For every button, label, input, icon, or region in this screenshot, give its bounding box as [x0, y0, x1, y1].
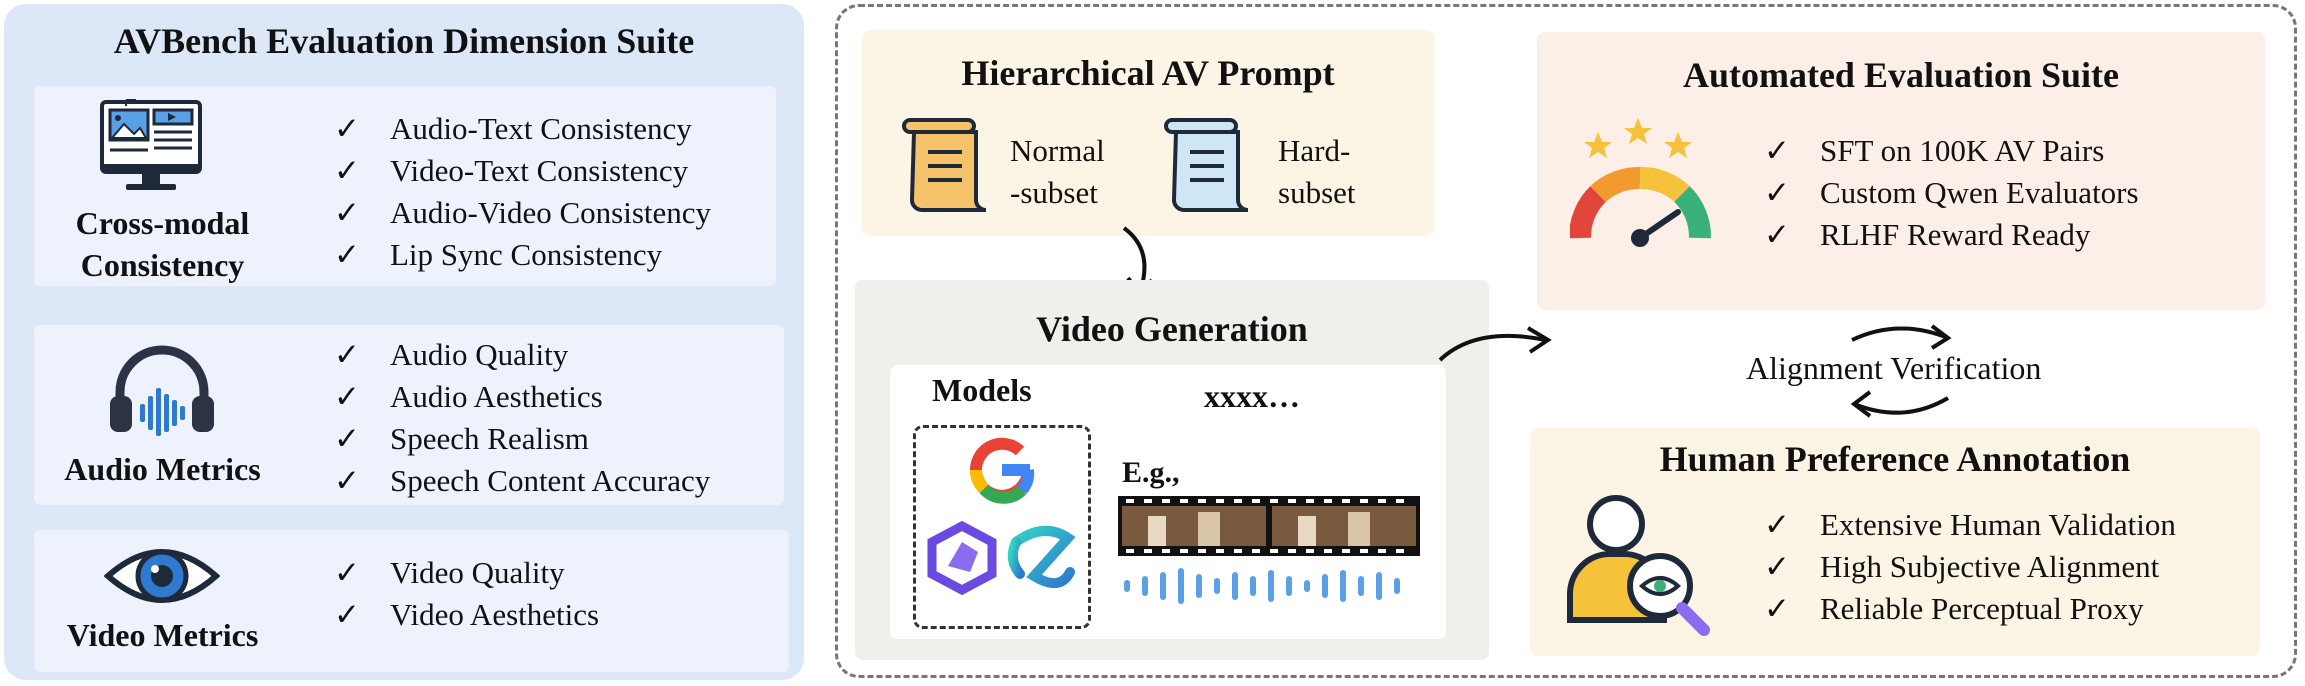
cross-modal-items: ✓Audio-Text Consistency ✓Video-Text Cons… — [334, 108, 711, 276]
check-icon: ✓ — [1764, 549, 1790, 584]
arrow-icon-generation-to-evaluation — [1438, 326, 1552, 362]
list-item: ✓Custom Qwen Evaluators — [1764, 172, 2139, 214]
list-item: ✓High Subjective Alignment — [1764, 546, 2176, 588]
list-item: ✓Video-Text Consistency — [334, 150, 711, 192]
check-icon: ✓ — [334, 337, 360, 372]
cycle-arrow-top-icon — [1851, 324, 1952, 350]
normal-scroll-icon — [902, 118, 987, 212]
panel-title: AVBench Evaluation Dimension Suite — [113, 21, 695, 61]
eye-icon — [104, 549, 220, 603]
hard-subset-line2: subset — [1278, 175, 1356, 210]
check-icon: ✓ — [1764, 507, 1790, 542]
check-icon: ✓ — [334, 111, 360, 146]
auto-eval-title: Automated Evaluation Suite — [1682, 55, 2120, 95]
check-icon: ✓ — [1764, 591, 1790, 626]
list-item: ✓Speech Content Accuracy — [334, 460, 710, 502]
check-icon: ✓ — [334, 555, 360, 590]
check-icon: ✓ — [1764, 217, 1790, 252]
normal-subset-label: Normal -subset — [1010, 130, 1105, 214]
headphones-icon — [110, 345, 214, 436]
list-item: ✓Video Aesthetics — [334, 594, 599, 636]
auto-eval-items: ✓SFT on 100K AV Pairs ✓Custom Qwen Evalu… — [1764, 130, 2139, 256]
audio-metrics-items: ✓Audio Quality ✓Audio Aesthetics ✓Speech… — [334, 334, 710, 502]
models-dashed-box — [913, 425, 1091, 629]
waveform-icon — [1124, 568, 1400, 604]
list-item: ✓RLHF Reward Ready — [1764, 214, 2139, 256]
cycle-arrow-bottom-icon — [1850, 390, 1950, 418]
list-item: ✓Video Quality — [334, 552, 599, 594]
pipeline-frame — [835, 4, 2297, 678]
cross-modal-label: Cross-modal Consistency — [40, 202, 285, 286]
video-metrics-items: ✓Video Quality ✓Video Aesthetics — [334, 552, 599, 636]
video-metrics-label: Video Metrics — [66, 617, 259, 653]
list-item: ✓Audio-Video Consistency — [334, 192, 711, 234]
list-item: ✓Reliable Perceptual Proxy — [1764, 588, 2176, 630]
placeholder-text: xxxx… — [1204, 378, 1300, 414]
check-icon: ✓ — [334, 463, 360, 498]
alignment-verification-label: Alignment Verification — [1746, 350, 2042, 386]
normal-subset-line1: Normal — [1010, 133, 1105, 168]
list-item: ✓Speech Realism — [334, 418, 710, 460]
prompt-box-title: Hierarchical AV Prompt — [961, 53, 1335, 93]
list-item: ✓Extensive Human Validation — [1764, 504, 2176, 546]
cross-modal-label-line2: Consistency — [80, 247, 245, 283]
human-annotation-title: Human Preference Annotation — [1659, 439, 2131, 479]
qwen-logo-icon — [927, 520, 997, 596]
cross-modal-label-line1: Cross-modal — [75, 205, 250, 241]
hard-subset-line1: Hard- — [1278, 133, 1351, 168]
check-icon: ✓ — [334, 421, 360, 456]
film-strip-icon — [1118, 496, 1420, 556]
audio-metrics-label: Audio Metrics — [64, 451, 261, 487]
google-logo-icon — [970, 437, 1035, 504]
check-icon: ✓ — [334, 379, 360, 414]
example-label: E.g., — [1122, 456, 1180, 489]
human-annotation-items: ✓Extensive Human Validation ✓High Subjec… — [1764, 504, 2176, 630]
list-item: ✓Audio-Text Consistency — [334, 108, 711, 150]
list-item: ✓Lip Sync Consistency — [334, 234, 711, 276]
check-icon: ✓ — [334, 195, 360, 230]
check-icon: ✓ — [1764, 133, 1790, 168]
normal-subset-line2: -subset — [1010, 175, 1098, 210]
swirl-logo-icon — [1007, 526, 1076, 588]
models-label: Models — [932, 372, 1032, 408]
user-search-icon — [1567, 495, 1710, 636]
list-item: ✓SFT on 100K AV Pairs — [1764, 130, 2139, 172]
list-item: ✓Audio Quality — [334, 334, 710, 376]
monitor-icon — [100, 99, 202, 190]
check-icon: ✓ — [334, 153, 360, 188]
check-icon: ✓ — [334, 597, 360, 632]
check-icon: ✓ — [334, 237, 360, 272]
gauge-icon — [1570, 118, 1711, 247]
generation-box-title: Video Generation — [1036, 309, 1308, 349]
hard-scroll-icon — [1164, 118, 1249, 212]
check-icon: ✓ — [1764, 175, 1790, 210]
list-item: ✓Audio Aesthetics — [334, 376, 710, 418]
hard-subset-label: Hard- subset — [1278, 130, 1356, 214]
